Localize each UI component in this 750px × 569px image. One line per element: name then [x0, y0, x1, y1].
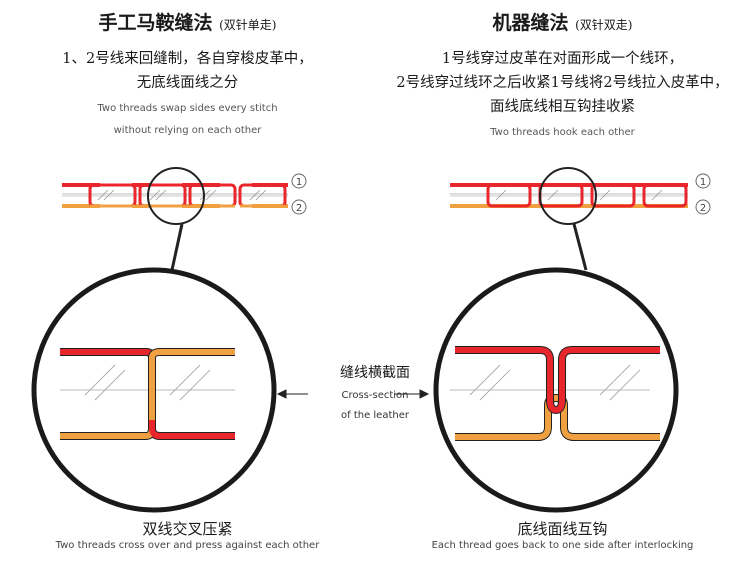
cross-section-label: 缝线横截面 Cross-section of the leather	[300, 362, 450, 426]
center-arrows	[276, 389, 430, 399]
left-column: 手工马鞍缝法 (双针单走) 1、2号线来回缝制，各自穿梭皮革中， 无底线面线之分…	[0, 8, 375, 551]
left-title: 手工马鞍缝法 (双针单走)	[0, 8, 375, 35]
right-bottom-en: Each thread goes back to one side after …	[431, 540, 694, 551]
left-title-sub: (双针单走)	[219, 18, 277, 32]
left-magnified-view	[31, 267, 277, 513]
svg-text:2: 2	[296, 203, 302, 214]
right-desc-zh-3: 面线底线相互钩挂收紧	[490, 99, 635, 115]
cross-section-label-zh: 缝线横截面	[340, 365, 410, 381]
right-column: 机器缝法 (双针双走) 1号线穿过皮革在对面形成一个线环， 2号线穿过线环之后收…	[375, 0, 750, 569]
left-bottom-zh: 双线交叉压紧	[142, 520, 233, 538]
right-title-sub: (双针双走)	[575, 18, 633, 32]
right-title: 机器缝法 (双针双走)	[375, 8, 750, 35]
right-thread-strip: 1 2	[450, 167, 711, 271]
left-desc-en-2: without relying on each other	[113, 125, 262, 136]
svg-text:1: 1	[296, 177, 302, 188]
left-bottom-en: Two threads cross over and press against…	[55, 540, 320, 551]
right-magnified-view	[433, 267, 679, 513]
right-desc-en-1: Two threads hook each other	[490, 127, 635, 138]
left-desc-zh-2: 无底线面线之分	[136, 75, 239, 91]
right-desc-zh-1: 1号线穿过皮革在对面形成一个线环，	[441, 51, 684, 67]
svg-text:1: 1	[700, 177, 706, 188]
left-thread-strip: 1 2	[62, 167, 307, 271]
cross-section-label-en-2: of the leather	[341, 410, 409, 421]
left-title-text: 手工马鞍缝法	[98, 12, 213, 34]
right-title-text: 机器缝法	[492, 12, 569, 34]
left-desc-en-1: Two threads swap sides every stitch	[97, 103, 278, 114]
right-desc-zh-2: 2号线穿过线环之后收紧1号线将2号线拉入皮革中，	[396, 75, 729, 91]
left-desc-zh-1: 1、2号线来回缝制，各自穿梭皮革中，	[62, 51, 313, 67]
svg-text:2: 2	[700, 203, 706, 214]
right-bottom-zh: 底线面线互钩	[517, 520, 608, 538]
cross-section-label-en-1: Cross-section	[341, 390, 409, 401]
